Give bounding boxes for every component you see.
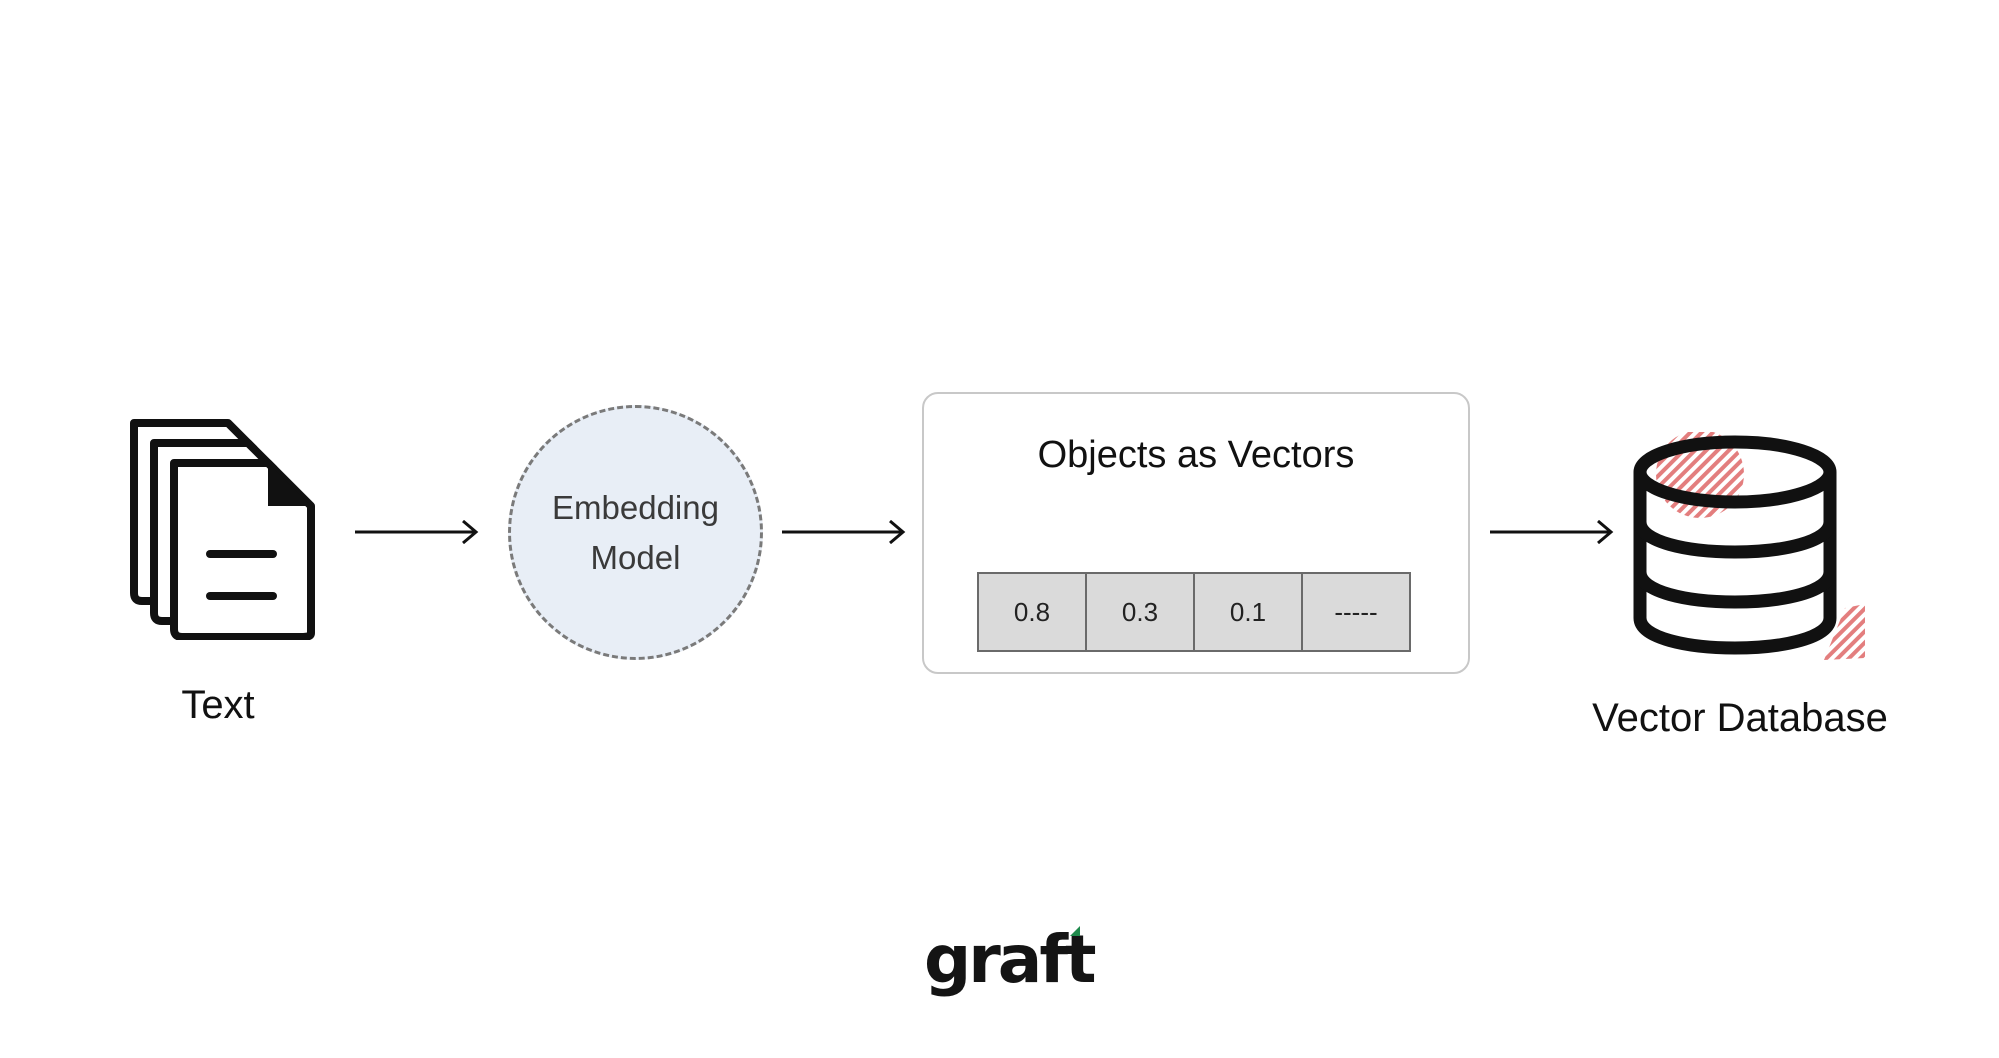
vector-database-label: Vector Database: [1592, 696, 1888, 740]
vector-cell: -----: [1301, 572, 1411, 652]
vectors-title: Objects as Vectors: [1037, 434, 1355, 476]
database-icon: [1633, 432, 1865, 660]
arrow-right-icon: [1490, 520, 1614, 544]
objects-as-vectors-box: Objects as Vectors 0.8 0.3 0.1 -----: [922, 392, 1470, 674]
graft-logo: graft: [924, 921, 1097, 998]
logo-tick-icon: [1070, 926, 1080, 936]
vector-cell: 0.3: [1085, 572, 1195, 652]
arrow-right-icon: [782, 520, 906, 544]
arrow-right-icon: [355, 520, 479, 544]
document-stack-icon: [130, 419, 315, 640]
embedding-model-node: Embedding Model: [508, 405, 763, 660]
vector-cells: 0.8 0.3 0.1 -----: [977, 572, 1411, 652]
vector-cell: 0.1: [1193, 572, 1303, 652]
text-label: Text: [181, 683, 255, 727]
embedding-model-label-line2: Model: [590, 538, 681, 576]
embedding-model-label-line1: Embedding: [552, 488, 719, 526]
vector-cell: 0.8: [977, 572, 1087, 652]
